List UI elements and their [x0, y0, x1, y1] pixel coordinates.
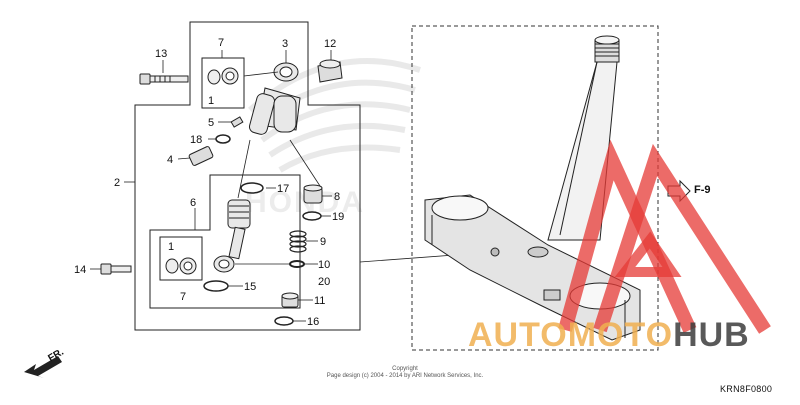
- bleeder-4: [188, 146, 214, 166]
- callout-1-top: 1: [208, 95, 214, 107]
- callout-8: 8: [334, 191, 340, 203]
- callout-16: 16: [307, 316, 319, 328]
- copyright-text: Page design (c) 2004 - 2014 by ARI Netwo…: [326, 373, 484, 379]
- watermark-brand-auto: AUTOMOTO: [468, 316, 674, 354]
- callout-4: 4: [167, 154, 173, 166]
- cap-12: [317, 59, 343, 83]
- reference-label[interactable]: F-9: [694, 184, 711, 196]
- spring-9: [289, 230, 307, 253]
- callout-5: 5: [208, 117, 214, 129]
- bolt-13: [139, 73, 189, 85]
- callout-18: 18: [190, 134, 202, 146]
- callout-17: 17: [277, 183, 289, 195]
- callout-10: 10: [318, 259, 330, 271]
- diagram-code: KRN8F0800: [720, 384, 773, 394]
- callout-12: 12: [324, 38, 336, 50]
- front-direction-arrow-icon: [24, 356, 62, 378]
- washer-20: [289, 260, 305, 268]
- callout-15: 15: [244, 281, 256, 293]
- oring-18: [215, 134, 231, 144]
- callout-9: 9: [320, 236, 326, 248]
- valve-body-3: [248, 62, 301, 135]
- group-7-bracket-lower: [159, 236, 203, 281]
- callout-11: 11: [314, 295, 325, 307]
- callout-14: 14: [74, 264, 86, 276]
- screw-5: [230, 116, 244, 128]
- honda-wing-watermark: HONDA: [245, 58, 421, 219]
- piston-shaft-6: [213, 199, 251, 273]
- copyright-notice: Copyright Page design (c) 2004 - 2014 by…: [310, 366, 500, 380]
- callout-7-lower: 7: [180, 291, 186, 303]
- callout-labels: 13 7 1 3 12 5 18 4 2 17 8 6 19 9 1 10 14…: [74, 37, 344, 328]
- steering-stem-frame: [411, 25, 659, 351]
- automotohub-logo-icon: [558, 139, 771, 334]
- oring-16: [274, 316, 294, 326]
- callout-3: 3: [282, 38, 288, 50]
- cap-8: [303, 184, 323, 204]
- bolt-14: [100, 263, 132, 275]
- group-7-bracket-top: [201, 57, 245, 109]
- callout-1-lower: 1: [168, 241, 174, 253]
- seal-pair-top: [207, 67, 239, 85]
- copyright-title: Copyright: [392, 366, 418, 372]
- callout-6: 6: [190, 197, 196, 209]
- seal-pair-lower: [165, 257, 197, 275]
- watermark-brand-hub: HUB: [673, 316, 750, 354]
- callout-19: 19: [332, 211, 344, 223]
- nut-11: [281, 292, 299, 308]
- oring-15: [203, 280, 229, 292]
- callout-20: 20: [318, 276, 330, 288]
- oring-17: [240, 182, 264, 194]
- group-6-frame: [149, 174, 301, 309]
- callout-2: 2: [114, 177, 120, 189]
- watermark-brand: AUTOMOTOHUB: [468, 316, 750, 355]
- assembly-frame: [134, 21, 361, 331]
- callout-7-top: 7: [218, 37, 224, 49]
- callout-13: 13: [155, 48, 167, 60]
